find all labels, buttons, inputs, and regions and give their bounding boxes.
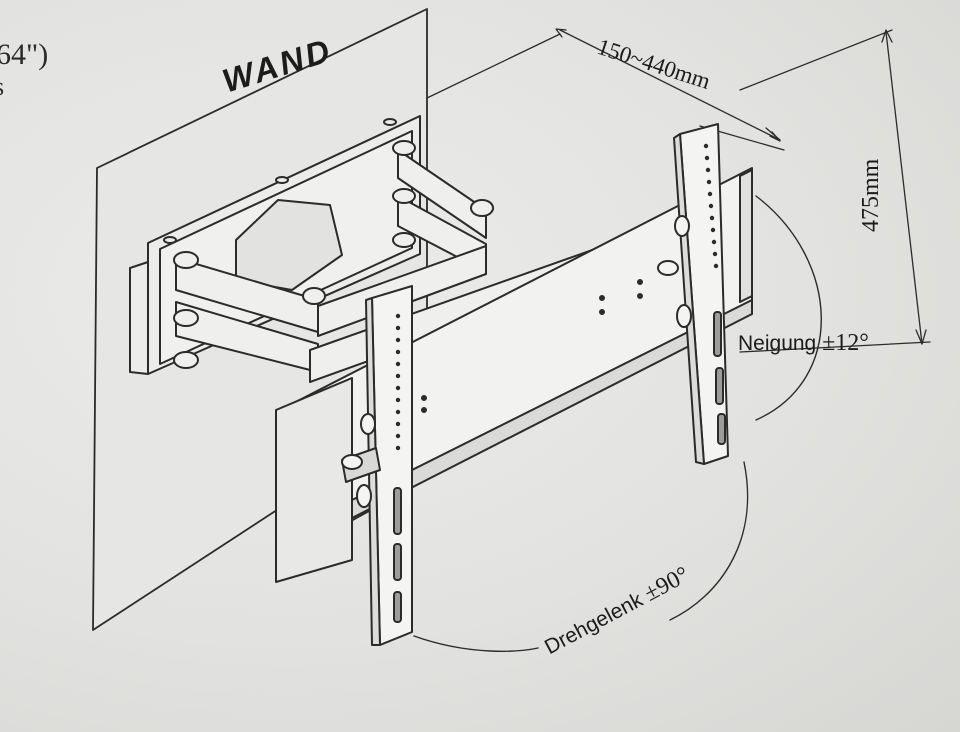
swivel-arc-right — [669, 461, 749, 621]
right-vertical-bracket — [657, 123, 729, 465]
wall-plate — [129, 115, 421, 375]
left-bracket-holes — [395, 313, 401, 451]
cropped-text-line-1: 64") — [0, 38, 49, 71]
swivel-arc — [413, 635, 539, 652]
left-vertical-bracket — [341, 285, 413, 646]
cropped-text-line-2: s — [0, 72, 4, 102]
tilt-arc — [755, 195, 822, 421]
height-dimension-lines — [739, 29, 931, 353]
width-dimension-lines — [426, 28, 785, 151]
tilt-label-text: Neigung — [738, 332, 817, 355]
height-dimension-label: 475mm — [858, 158, 884, 232]
tilt-value: ±12° — [822, 330, 869, 356]
right-bracket-holes — [703, 143, 719, 269]
tilt-annotation: Neigung ±12° — [738, 330, 869, 357]
